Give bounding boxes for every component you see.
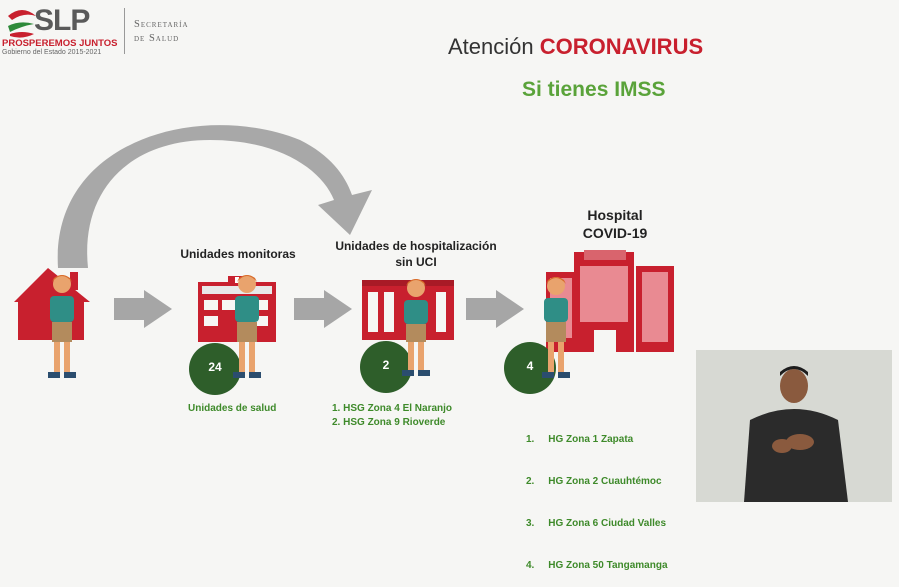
header-divider <box>124 8 125 54</box>
monitoring-count: 24 <box>208 360 222 374</box>
covid-count: 4 <box>526 359 534 373</box>
hospitalization-label: Unidades de hospitalización sin UCI <box>326 238 506 270</box>
interpreter-icon <box>696 350 892 502</box>
covid-hospital-building-icon <box>546 250 674 352</box>
arrow-right-icon-2 <box>294 290 352 328</box>
list-item: 2. HG Zona 2 Cuauhtémoc <box>526 476 662 487</box>
person-icon-1 <box>48 275 76 378</box>
hospitalization-list: 1. HSG Zona 4 El Naranjo 2. HSG Zona 9 R… <box>332 402 452 430</box>
covid-count-circle <box>504 342 556 394</box>
person-icon-4 <box>542 277 570 378</box>
list-item: 4. HG Zona 50 Tangamanga <box>526 560 668 571</box>
logo-slogan: PROSPEREMOS JUNTOS <box>2 38 118 49</box>
monitoring-caption: Unidades de salud <box>188 403 277 414</box>
covid-hospital-label-line1: Hospital <box>587 207 643 223</box>
logo-text: SLP <box>34 4 90 37</box>
page-subtitle: Si tienes IMSS <box>522 78 666 101</box>
flow-diagram <box>14 125 674 395</box>
logo-emblem-icon <box>8 10 36 38</box>
list-item: 1. HSG Zona 4 El Naranjo <box>332 403 453 414</box>
list-item: 2. HSG Zona 9 Rioverde <box>332 417 446 428</box>
secretaria-label: Secretaría de Salud <box>134 18 189 46</box>
hospitalization-count-circle <box>360 341 412 393</box>
covid-hospital-list: 1. HG Zona 1 Zapata 2. HG Zona 2 Cuauhté… <box>526 405 668 587</box>
person-icon-2 <box>233 275 261 378</box>
monitoring-count-circle <box>189 343 241 395</box>
interpreter-video <box>696 350 892 502</box>
covid-hospital-label: Hospital COVID-19 <box>560 206 670 242</box>
page-title: Atención CORONAVIRUS <box>448 34 703 60</box>
covid-hospital-label-line2: COVID-19 <box>582 225 648 241</box>
list-item: 3. HG Zona 6 Ciudad Valles <box>526 518 667 529</box>
list-item: 1. HG Zona 1 Zapata <box>526 434 634 445</box>
arrow-right-icon-1 <box>114 290 172 328</box>
secretaria-line2: de Salud <box>134 33 180 44</box>
hospitalization-label-line2: sin UCI <box>395 255 437 269</box>
hospitalization-label-line1: Unidades de hospitalización <box>335 239 497 253</box>
arrow-right-icon-3 <box>466 290 524 328</box>
slp-logo <box>4 6 124 62</box>
logo-government: Gobierno del Estado 2015-2021 <box>2 49 102 56</box>
title-highlight: CORONAVIRUS <box>539 34 704 59</box>
title-prefix: Atención <box>448 34 534 59</box>
hospitalization-count: 2 <box>382 358 390 372</box>
secretaria-line1: Secretaría <box>134 19 189 30</box>
monitoring-label: Unidades monitoras <box>180 247 296 261</box>
person-icon-3 <box>402 279 430 376</box>
